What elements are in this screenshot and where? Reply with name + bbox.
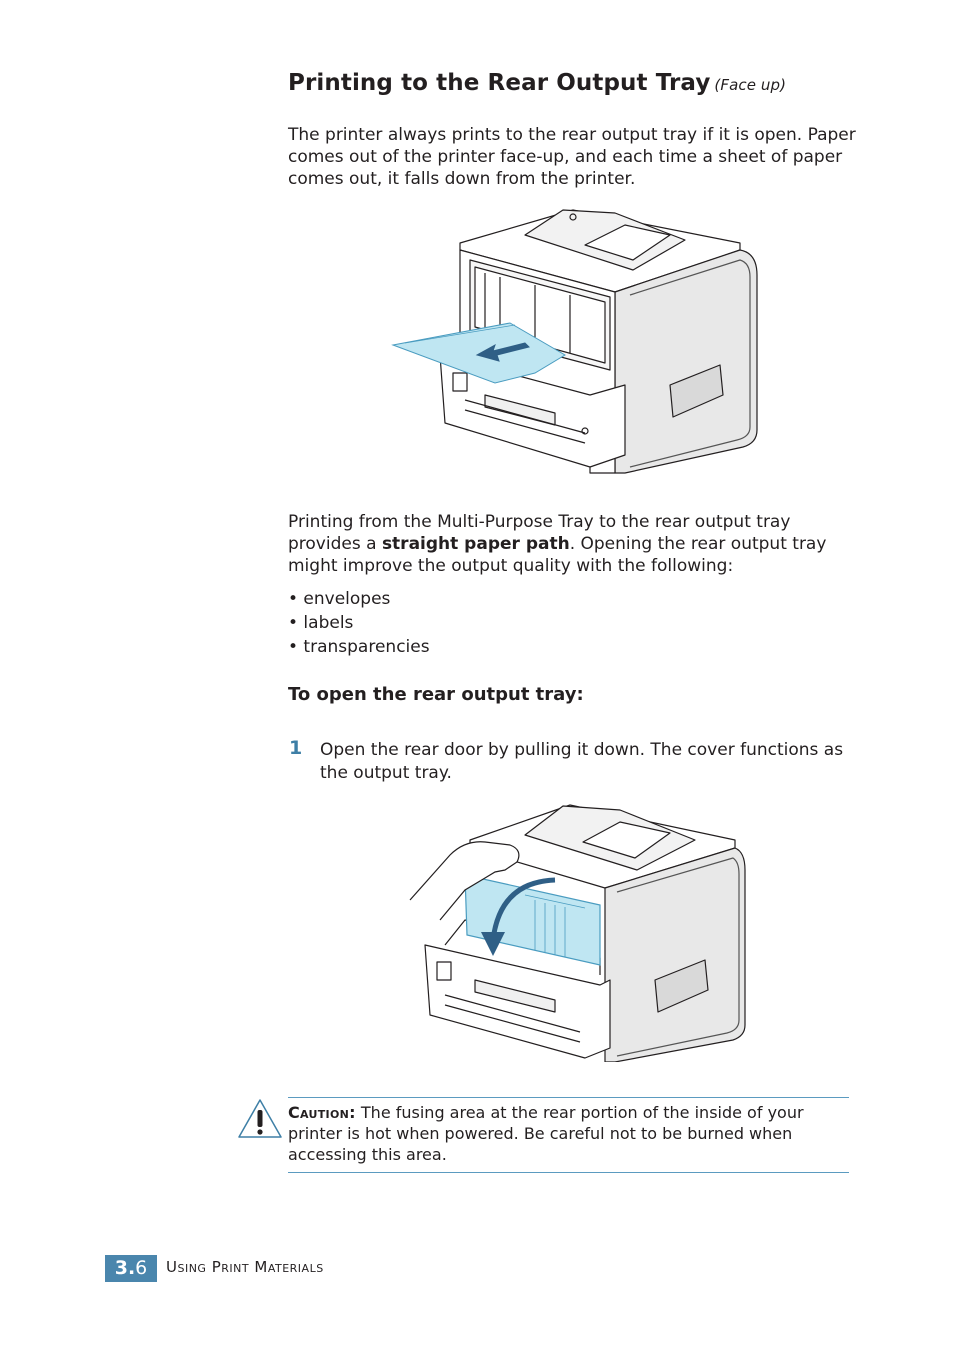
step-text: Open the rear door by pulling it down. T…: [320, 740, 844, 783]
paragraph-straight-path: Printing from the Multi-Purpose Tray to …: [288, 511, 858, 577]
list-item: • transparencies: [288, 637, 430, 657]
subsection-title: To open the rear output tray:: [288, 684, 584, 705]
printer-rear-output-illustration: [391, 209, 758, 474]
list-item: • envelopes: [288, 589, 391, 609]
section-title-subtitle: (Face up): [714, 76, 787, 94]
straight-paper-path-term: straight paper path: [381, 534, 570, 554]
step-number: 1: [289, 737, 303, 759]
page-number: 6: [135, 1257, 148, 1279]
paragraph-straight-path-after: . Opening the rear output tray might imp…: [288, 534, 827, 576]
intro-paragraph: The printer always prints to the rear ou…: [288, 125, 856, 189]
footer-chapter-title: Using Print Materials: [166, 1258, 324, 1276]
media-list: • envelopes • labels • transparencies: [288, 587, 430, 659]
caution-top-rule: [288, 1097, 849, 1098]
section-title: Printing to the Rear Output Tray(Face up…: [288, 70, 786, 96]
section-title-text: Printing to the Rear Output Tray: [288, 70, 711, 96]
paragraph-straight-path-before: Printing from the Multi-Purpose Tray to …: [288, 512, 791, 554]
printer-open-rear-door-illustration: [409, 804, 746, 1062]
warning-triangle-icon: [238, 1099, 282, 1138]
page-chapter: 3.: [114, 1257, 136, 1279]
caution-body: The fusing area at the rear portion of t…: [288, 1103, 804, 1164]
caution-bottom-rule: [288, 1172, 849, 1173]
caution-label: Caution:: [288, 1103, 356, 1122]
caution-note: Caution: The fusing area at the rear por…: [288, 1102, 848, 1165]
page-number-badge: 3.6: [105, 1255, 157, 1282]
list-item: • labels: [288, 613, 354, 633]
